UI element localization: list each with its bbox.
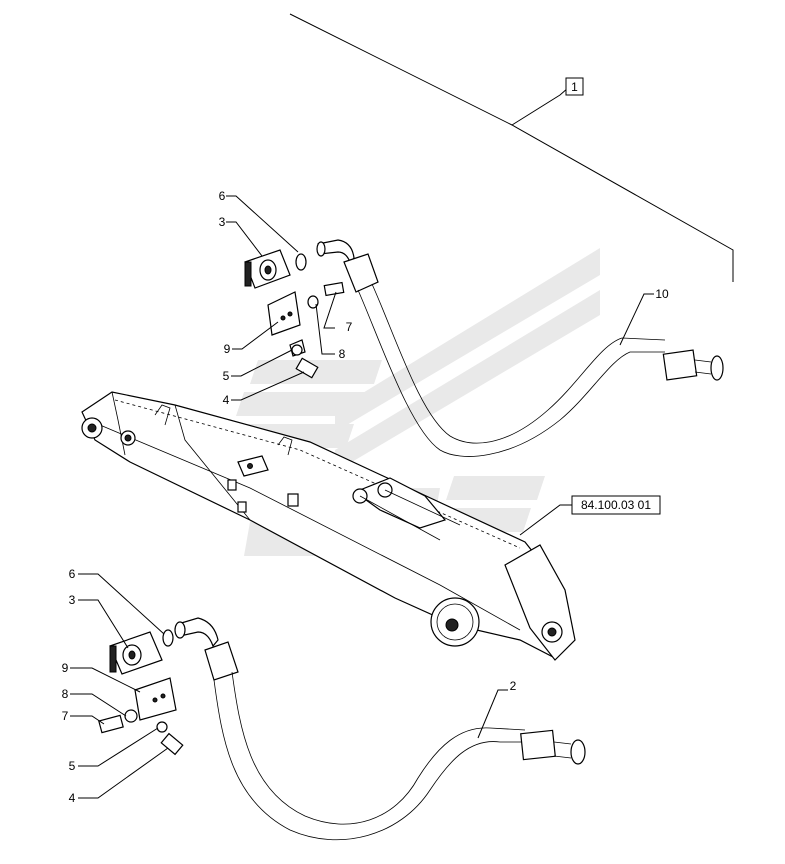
callout-bottom-clamp: 3 <box>69 593 76 607</box>
callout-bottom-seal: 6 <box>69 567 76 581</box>
callout-bottom-bolt-7: 7 <box>62 709 69 723</box>
group-callout-box: 1 <box>565 77 584 96</box>
callout-top-nipple: 5 <box>223 369 230 383</box>
boom-arm <box>81 391 576 661</box>
top-hose-assembly <box>316 239 724 457</box>
callout-top-plate: 9 <box>224 342 231 356</box>
bottom-leaders <box>70 573 508 799</box>
callout-top-hose: 10 <box>655 287 669 301</box>
callout-bottom-hose: 2 <box>510 679 517 693</box>
callout-top-bolt-4: 4 <box>223 393 230 407</box>
group-bracket <box>289 13 734 282</box>
page-ref-label: 84.100.03 01 <box>581 498 651 512</box>
page-ref-callout: 84.100.03 01 <box>519 495 661 536</box>
top-callout-labels: 6 3 9 8 7 5 4 10 <box>219 189 669 407</box>
callout-top-washer: 8 <box>339 347 346 361</box>
top-leaders <box>226 195 654 401</box>
callout-bottom-plate: 9 <box>62 661 69 675</box>
bottom-hose-assembly <box>174 617 586 841</box>
callout-bottom-bolt-4: 4 <box>69 791 76 805</box>
group-callout-label: 1 <box>571 80 578 94</box>
top-fittings <box>244 249 345 379</box>
callout-top-seal: 6 <box>219 189 226 203</box>
bottom-fittings <box>98 629 184 756</box>
callout-bottom-nipple: 5 <box>69 759 76 773</box>
callout-top-bolt-7: 7 <box>346 320 353 334</box>
callout-bottom-washer: 8 <box>62 687 69 701</box>
callout-top-clamp: 3 <box>219 215 226 229</box>
bottom-callout-labels: 6 3 9 8 7 5 4 2 <box>62 567 517 805</box>
